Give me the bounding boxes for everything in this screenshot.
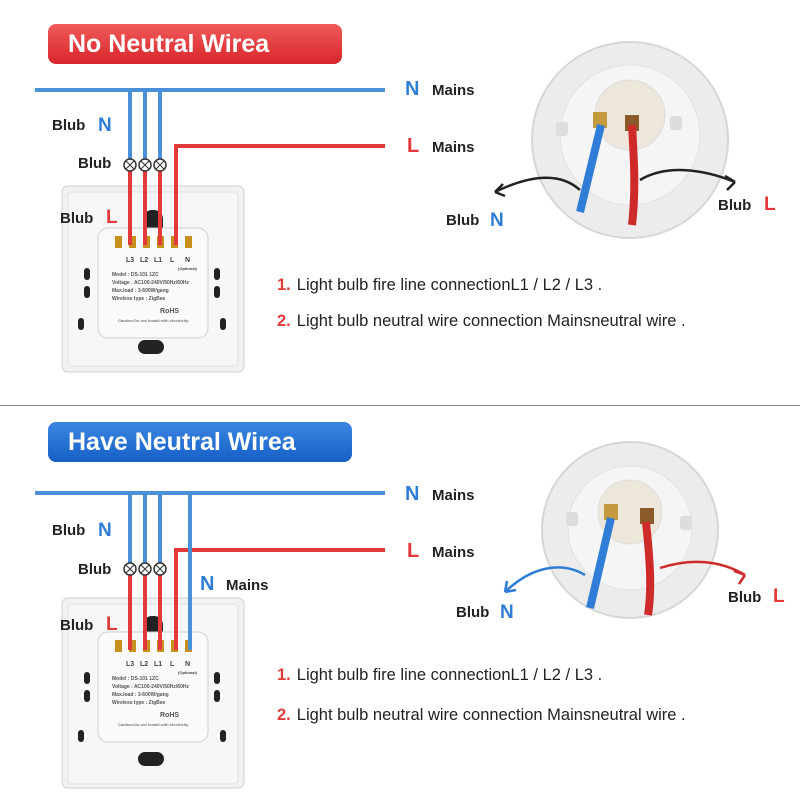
have-neutral-wiring-diagram: L3 L2 L1 L N (Optional) Model : DS-101 1… <box>35 441 785 789</box>
section-title-have-neutral: Have Neutral Wirea <box>48 422 352 462</box>
mains-n-letter: N <box>405 483 419 505</box>
mains-n-letter: N <box>405 78 419 100</box>
blub-n-letter: N <box>98 115 112 136</box>
optional-label: (Optional) <box>178 670 198 675</box>
module-max-load: Max.load : 3-600W/gang <box>112 692 169 698</box>
note-1-number: 1. <box>277 666 291 684</box>
terminal-label-l1: L1 <box>154 257 162 264</box>
photo-blub-l-label: Blub <box>718 197 751 214</box>
module-voltage: Voltage : AC100-240V/50Hz/60Hz <box>112 280 189 286</box>
terminal-label-l3: L3 <box>126 661 134 668</box>
photo-blub-l-letter: L <box>773 586 785 607</box>
caution-text: Caution:Do not install with electricity <box>118 722 189 727</box>
blub-n-letter: N <box>98 520 112 541</box>
mains-l-letter: L <box>407 540 419 562</box>
optional-label: (Optional) <box>178 266 198 271</box>
terminal-label-l: L <box>170 257 175 264</box>
note-1: 1. Light bulb fire line connectionL1 / L2… <box>277 276 602 295</box>
bulb-icons <box>123 562 167 576</box>
module-wireless: Wireless type : ZigBee <box>112 296 166 302</box>
blub-live-wires <box>128 168 162 245</box>
module-model: Model : DS-101 1ZC <box>112 676 159 682</box>
note-2-number: 2. <box>277 706 291 724</box>
terminal-label-l1: L1 <box>154 661 162 668</box>
extra-n-letter: N <box>200 573 214 595</box>
blub-l-letter: L <box>106 614 118 635</box>
note-2-text: Light bulb neutral wire connection Mains… <box>296 706 686 724</box>
section-divider <box>0 405 800 406</box>
photo-blub-n-label: Blub <box>456 604 489 621</box>
terminal-label-l2: L2 <box>140 257 148 264</box>
mains-l-label: Mains <box>432 544 475 561</box>
terminal-label-n: N <box>185 661 190 668</box>
photo-blub-l-label: Blub <box>728 589 761 606</box>
photo-blub-n-label: Blub <box>446 212 479 229</box>
blub-label: Blub <box>78 155 111 172</box>
note-2-text: Light bulb neutral wire connection Mains… <box>296 312 686 330</box>
mains-live-wire <box>174 144 385 245</box>
note-2: 2. Light bulb neutral wire connection Mai… <box>277 706 686 725</box>
photo-blub-l-letter: L <box>764 194 776 215</box>
mains-l-letter: L <box>407 135 419 157</box>
note-1-number: 1. <box>277 276 291 294</box>
ceiling-fixture-photo <box>494 41 736 239</box>
module-model: Model : DS-101 1ZC <box>112 272 159 278</box>
note-2: 2. Light bulb neutral wire connection Mai… <box>277 312 686 331</box>
rohs-mark: RoHS <box>160 308 179 315</box>
mains-n-label: Mains <box>432 82 475 99</box>
module-max-load: Max.load : 3-600W/gang <box>112 288 169 294</box>
blub-live-wires <box>128 572 162 650</box>
switch-module <box>97 227 209 339</box>
module-wireless: Wireless type : ZigBee <box>112 700 166 706</box>
note-1: 1. Light bulb fire line connectionL1 / L2… <box>277 666 602 685</box>
photo-blub-n-letter: N <box>490 210 504 231</box>
note-2-number: 2. <box>277 312 291 330</box>
terminal-label-l3: L3 <box>126 257 134 264</box>
terminal-label-l: L <box>170 661 175 668</box>
module-voltage: Voltage : AC100-240V/50Hz/60Hz <box>112 684 189 690</box>
blub-n-label: Blub <box>52 522 85 539</box>
note-1-text: Light bulb fire line connectionL1 / L2 /… <box>296 666 603 684</box>
photo-blub-n-letter: N <box>500 602 514 623</box>
blub-neutral-wires <box>128 493 162 566</box>
have-neutral-section: Have Neutral Wirea L3 L2 L1 L N (Optiona… <box>0 400 800 800</box>
no-neutral-section: No Neutral Wirea L3 L2 L1 L N (Optional)… <box>35 24 776 373</box>
mains-n-label: Mains <box>432 487 475 504</box>
ceiling-fixture-photo <box>503 441 747 619</box>
no-neutral-wiring-diagram: L3 L2 L1 L N (Optional) Model : DS-101 1… <box>35 41 776 373</box>
blub-l-letter: L <box>106 207 118 228</box>
rohs-mark: RoHS <box>160 712 179 719</box>
mains-l-label: Mains <box>432 139 475 156</box>
blub-l-label: Blub <box>60 210 93 227</box>
mains-live-wire <box>174 548 385 650</box>
blub-n-label: Blub <box>52 117 85 134</box>
terminal-label-n: N <box>185 257 190 264</box>
extra-mains-label: Mains <box>226 577 269 594</box>
terminal-label-l2: L2 <box>140 661 148 668</box>
note-1-text: Light bulb fire line connectionL1 / L2 /… <box>296 276 603 294</box>
section-title-no-neutral: No Neutral Wirea <box>48 24 342 64</box>
blub-neutral-wires <box>128 90 162 162</box>
caution-text: Caution:Do not install with electricity <box>118 318 189 323</box>
blub-l-label: Blub <box>60 617 93 634</box>
blub-label: Blub <box>78 561 111 578</box>
bulb-icons <box>123 158 167 172</box>
switch-module <box>97 631 209 743</box>
